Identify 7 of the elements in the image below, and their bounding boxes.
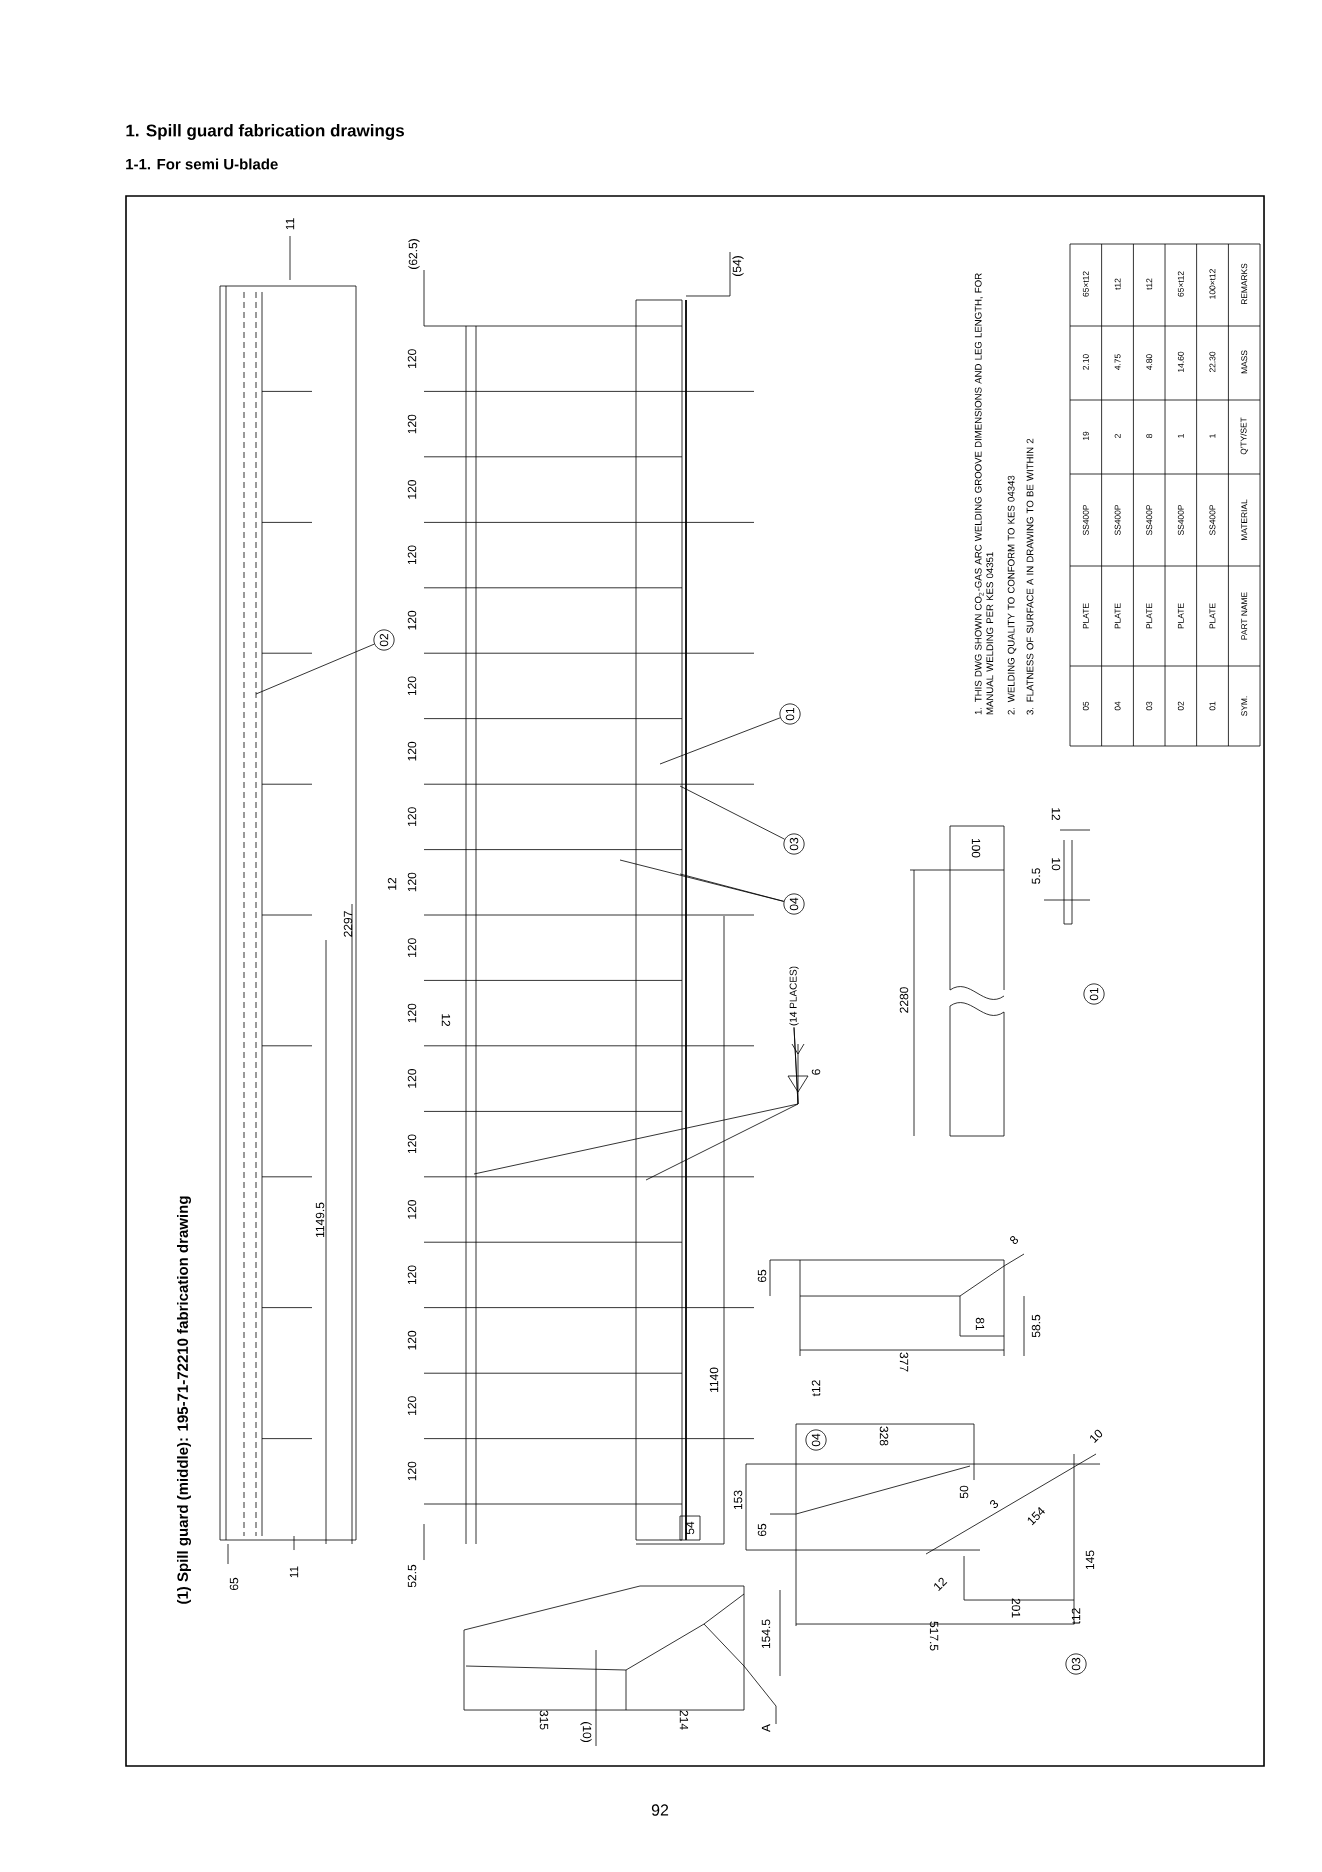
leader-line [645,1027,799,1181]
leader-line [255,643,375,695]
leader-line [659,717,781,765]
leader-line [619,859,785,902]
heading: 1. Spill guard fabrication drawings [126,124,404,140]
page-number: 92 [651,1804,669,1816]
leader-line [679,785,785,840]
